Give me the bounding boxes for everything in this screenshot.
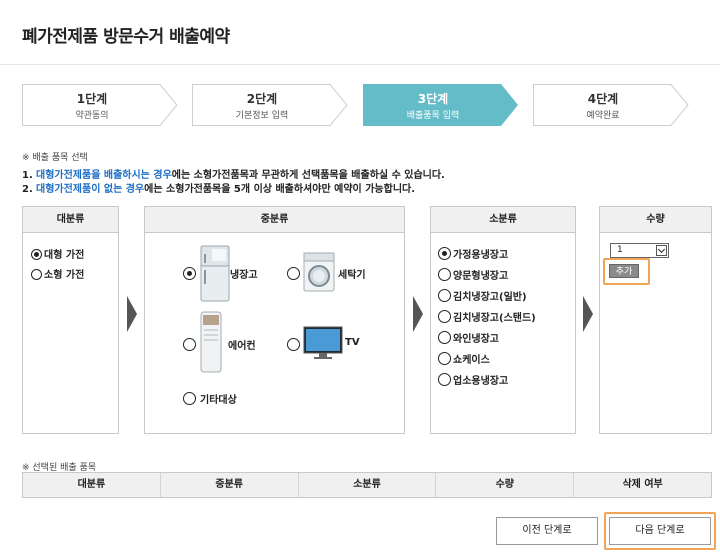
minor-category-header: 소분류 <box>431 207 575 233</box>
title-divider <box>0 64 720 65</box>
chevron-down-icon[interactable] <box>656 245 667 256</box>
step-4-number: 4단계 <box>587 92 619 106</box>
selected-items-heading: ※ 선택된 배출 품목 <box>22 463 97 473</box>
minor-option-1[interactable]: 가정용냉장고 <box>438 246 508 261</box>
column-major: 대분류 <box>23 473 161 497</box>
minor-option-3[interactable]: 김치냉장고(일반) <box>438 288 527 303</box>
minor-option-5[interactable]: 와인냉장고 <box>438 330 499 345</box>
major-option-small[interactable]: 소형 가전 <box>31 266 84 281</box>
minor-option-1-label: 가정용냉장고 <box>453 250 509 261</box>
column-minor: 소분류 <box>299 473 437 497</box>
note-line-1: 1.대형가전제품을 배출하시는 경우에는 소형가전품목과 무관하게 선택품목을 … <box>22 166 445 181</box>
minor-option-2-label: 양문형냉장고 <box>453 271 509 282</box>
other-label: 기타대상 <box>200 395 237 406</box>
step-3: 3단계 배출품목 입력 <box>363 84 519 126</box>
middle-category-panel: 중분류 <box>144 206 405 434</box>
column-delete: 삭제 여부 <box>622 479 663 490</box>
radio-checked-icon[interactable] <box>438 247 451 260</box>
minor-option-2[interactable]: 양문형냉장고 <box>438 267 508 282</box>
quantity-header: 수량 <box>600 207 711 233</box>
add-button-highlight <box>603 258 650 285</box>
quantity-select[interactable]: 1 <box>610 243 669 258</box>
minor-option-3-label: 김치냉장고(일반) <box>453 292 527 303</box>
washer-label: 세탁기 <box>338 270 366 281</box>
notes-heading: ※ 배출 품목 선택 <box>22 153 88 163</box>
step-2-number: 2단계 <box>246 92 278 106</box>
minor-option-4-label: 김치냉장고(스탠드) <box>453 313 536 324</box>
selected-items-table-header: 대분류 중분류 소분류 수량 삭제 여부 <box>22 472 712 498</box>
radio-unchecked-icon[interactable] <box>438 352 451 365</box>
note-2-number: 2. <box>22 184 33 195</box>
major-option-large[interactable]: 대형 가전 <box>31 246 84 261</box>
step-4-shape <box>533 84 689 126</box>
step-2-shape <box>192 84 348 126</box>
add-button[interactable]: 추가 <box>609 264 639 278</box>
arrow-right-icon <box>127 296 137 332</box>
step-2-label: 기본정보 입력 <box>235 111 289 121</box>
step-1: 1단계 약관동의 <box>22 84 178 126</box>
step-1-label: 약관동의 <box>75 111 109 121</box>
step-3-label: 배출품목 입력 <box>406 111 460 121</box>
tv-icon <box>303 326 343 359</box>
radio-checked-icon[interactable] <box>31 249 42 260</box>
arrow-right-icon <box>583 296 593 332</box>
other-radio[interactable] <box>183 392 196 405</box>
radio-unchecked-icon[interactable] <box>438 310 451 323</box>
middle-category-header: 중분류 <box>145 207 404 233</box>
page-title: 폐가전제품 방문수거 배출예약 <box>22 27 230 47</box>
aircon-radio[interactable] <box>183 338 196 351</box>
step-2: 2단계 기본정보 입력 <box>192 84 348 126</box>
fridge-label: 냉장고 <box>230 270 258 281</box>
minor-option-4[interactable]: 김치냉장고(스탠드) <box>438 309 536 324</box>
note-2-text: 에는 소형가전품목을 5개 이상 배출하셔야만 예약이 가능합니다. <box>144 184 416 195</box>
minor-option-5-label: 와인냉장고 <box>453 334 499 345</box>
note-1-text: 에는 소형가전품목과 무관하게 선택품목을 배출하실 수 있습니다. <box>171 170 445 181</box>
step-1-number: 1단계 <box>76 92 108 106</box>
washer-radio[interactable] <box>287 267 300 280</box>
refrigerator-icon <box>200 245 230 302</box>
step-indicator: 1단계 약관동의 2단계 기본정보 입력 3단계 배출품목 입력 4단계 예약완… <box>22 84 692 126</box>
aircon-label: 에어컨 <box>228 341 256 352</box>
note-1-highlight: 대형가전제품을 배출하시는 경우 <box>36 170 172 181</box>
note-2-highlight: 대형가전제품이 없는 경우 <box>36 184 145 195</box>
minor-option-6-label: 쇼케이스 <box>453 355 490 366</box>
major-option-small-label: 소형 가전 <box>44 270 85 281</box>
step-3-shape <box>363 84 518 126</box>
minor-option-7[interactable]: 업소용냉장고 <box>438 372 508 387</box>
prev-step-button[interactable]: 이전 단계로 <box>496 517 598 545</box>
air-conditioner-icon <box>200 311 222 373</box>
quantity-panel: 수량 <box>599 206 712 434</box>
major-category-header: 대분류 <box>23 207 118 233</box>
major-category-panel: 대분류 <box>22 206 119 434</box>
washing-machine-icon <box>303 252 335 292</box>
column-middle: 중분류 <box>161 473 299 497</box>
next-button-highlight <box>604 512 716 550</box>
note-line-2: 2.대형가전제품이 없는 경우에는 소형가전품목을 5개 이상 배출하셔야만 예… <box>22 180 415 195</box>
minor-option-6[interactable]: 쇼케이스 <box>438 351 490 366</box>
radio-unchecked-icon[interactable] <box>438 268 451 281</box>
step-3-number: 3단계 <box>417 92 449 106</box>
note-1-number: 1. <box>22 170 33 181</box>
minor-category-panel: 소분류 <box>430 206 576 434</box>
minor-option-7-label: 업소용냉장고 <box>453 376 509 387</box>
step-4: 4단계 예약완료 <box>533 84 689 126</box>
radio-unchecked-icon[interactable] <box>438 289 451 302</box>
arrow-right-icon <box>413 296 423 332</box>
quantity-value: 1 <box>617 245 623 255</box>
step-1-shape <box>22 84 178 126</box>
tv-radio[interactable] <box>287 338 300 351</box>
major-option-large-label: 대형 가전 <box>44 250 85 261</box>
radio-unchecked-icon[interactable] <box>438 331 451 344</box>
radio-unchecked-icon[interactable] <box>31 269 42 280</box>
radio-unchecked-icon[interactable] <box>438 373 451 386</box>
next-step-button[interactable]: 다음 단계로 <box>609 517 711 545</box>
step-4-label: 예약완료 <box>586 111 620 121</box>
tv-label: TV <box>345 337 360 348</box>
fridge-radio[interactable] <box>183 267 196 280</box>
column-quantity: 수량 <box>436 473 575 497</box>
